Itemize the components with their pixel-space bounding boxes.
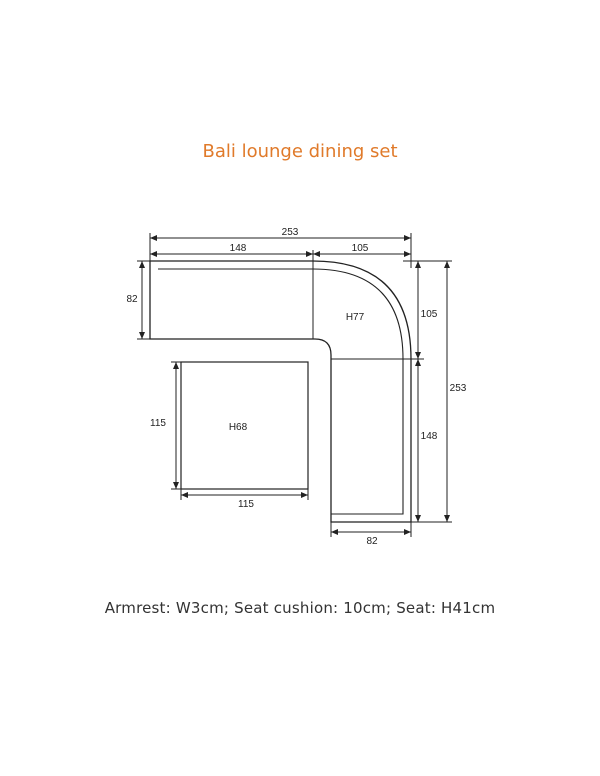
- sofa-inner-outline: [158, 268, 404, 515]
- table-height-label: H68: [229, 422, 248, 433]
- sofa-outer-outline: [149, 260, 412, 523]
- diagram-title: Bali lounge dining set: [202, 141, 398, 162]
- dim-table-width: 115: [238, 499, 254, 510]
- table-outline: [180, 361, 309, 490]
- dim-bottom-width: 82: [366, 536, 378, 547]
- specification-caption: Armrest: W3cm; Seat cushion: 10cm; Seat:…: [104, 599, 496, 617]
- sofa-height-label: H77: [346, 312, 365, 323]
- dim-right-total: 253: [450, 383, 467, 394]
- dim-top-left: 148: [230, 243, 247, 254]
- dim-table-height: 115: [150, 418, 166, 429]
- extension-lines: [137, 233, 452, 537]
- dim-left-depth: 82: [126, 294, 138, 305]
- dim-top-total: 253: [282, 227, 299, 238]
- dim-right-upper: 105: [421, 309, 438, 320]
- dim-top-right: 105: [352, 243, 369, 254]
- dim-right-lower: 148: [421, 431, 438, 442]
- dimension-lines: [139, 235, 450, 535]
